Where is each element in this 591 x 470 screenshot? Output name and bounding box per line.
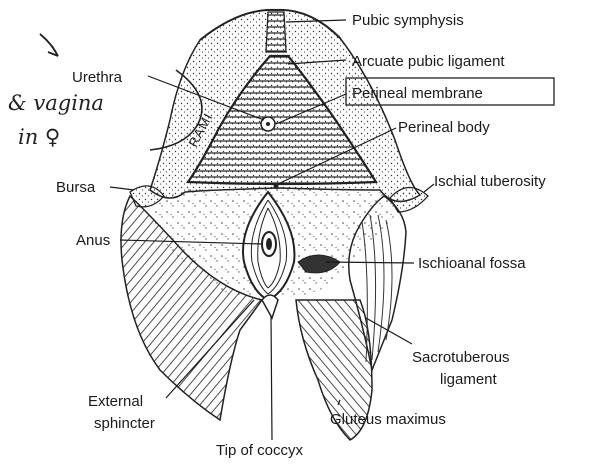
handwritten-arrow — [40, 34, 58, 56]
pubic-symphysis-shape — [266, 12, 286, 52]
label-sacrotuberous-line2: ligament — [440, 371, 498, 388]
label-external-line2: sphincter — [94, 415, 155, 432]
label-pubic-symphysis: Pubic symphysis — [352, 12, 464, 29]
label-external-line1: External — [88, 393, 143, 410]
coccyx-shape — [262, 295, 278, 318]
label-bursa: Bursa — [56, 179, 96, 196]
handwritten-note-line1: & vagina — [8, 91, 104, 115]
label-perineal-body: Perineal body — [398, 119, 490, 136]
label-tip-of-coccyx: Tip of coccyx — [216, 442, 303, 459]
label-ischioanal-fossa: Ischioanal fossa — [418, 255, 526, 272]
label-sacrotuberous-line1: Sacrotuberous — [412, 349, 510, 366]
handwritten-note-line2: in ♀ — [18, 125, 60, 149]
label-urethra: Urethra — [72, 69, 123, 86]
label-perineal-membrane: Perineal membrane — [352, 85, 483, 102]
label-ischial-tuberosity: Ischial tuberosity — [434, 173, 546, 190]
label-arcuate-pubic-ligament: Arcuate pubic ligament — [352, 53, 505, 70]
label-anus: Anus — [76, 232, 110, 249]
label-gluteus-maximus: Gluteus maximus — [330, 411, 446, 428]
